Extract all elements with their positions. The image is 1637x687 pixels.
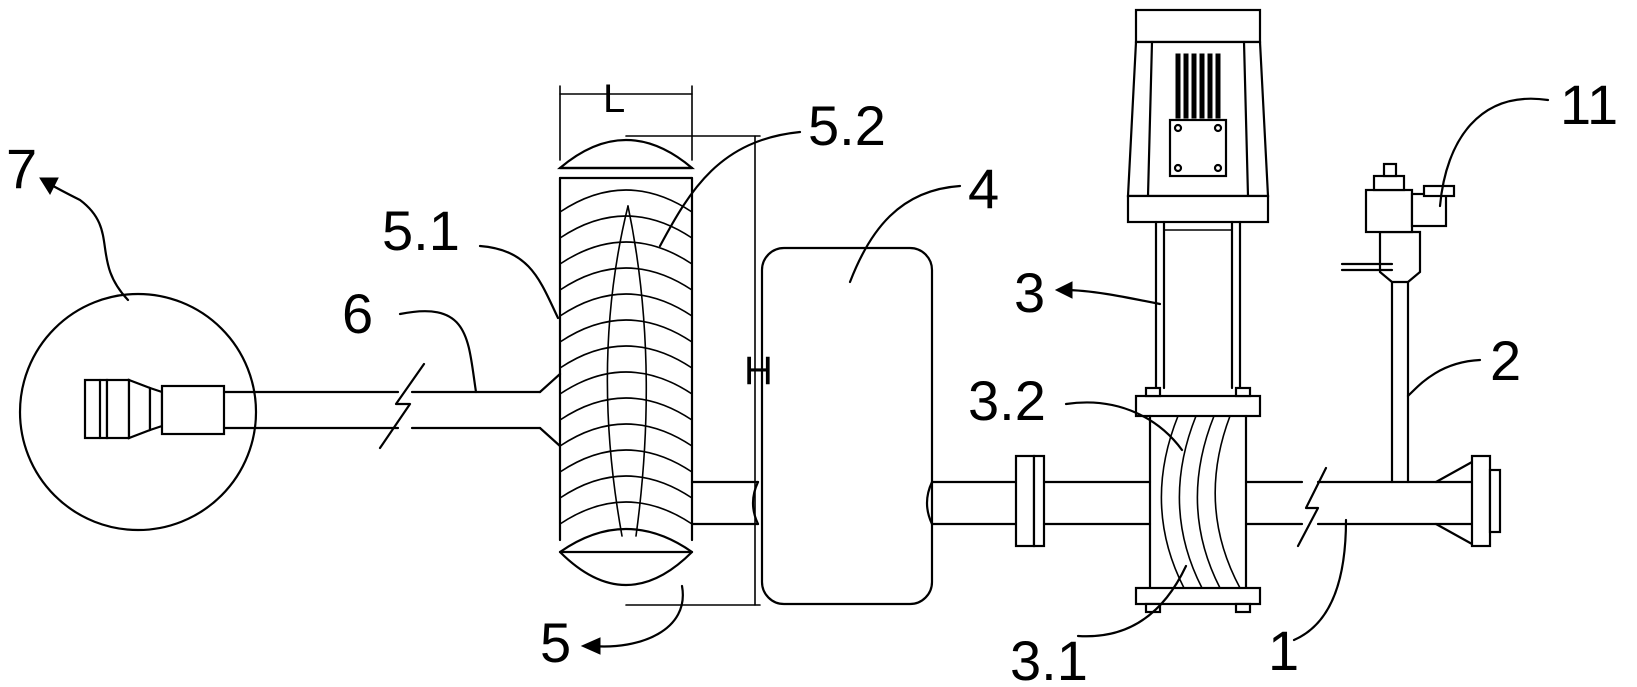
label-5: 5 xyxy=(540,611,571,674)
label-3-2: 3.2 xyxy=(968,369,1046,432)
tank-4 xyxy=(760,246,1018,606)
coil-tank-5 xyxy=(557,139,760,586)
branch-pipe-2 xyxy=(1340,230,1422,484)
coil-windings xyxy=(559,189,693,525)
label-7: 7 xyxy=(6,137,37,200)
label-6: 6 xyxy=(342,282,373,345)
label-5-1: 5.1 xyxy=(382,199,460,262)
valve-11 xyxy=(1364,162,1456,234)
nozzle-assembly xyxy=(18,292,258,532)
label-2: 2 xyxy=(1490,329,1521,392)
dimension-marks: L H xyxy=(559,77,773,606)
label-3: 3 xyxy=(1014,261,1045,324)
label-5-2: 5.2 xyxy=(808,94,886,157)
callout-labels: 7 6 5.1 5.2 5 4 3 3.2 3.1 2 1 11 xyxy=(6,73,1618,687)
label-11: 11 xyxy=(1560,73,1618,136)
motor-cooling-fins xyxy=(1175,53,1221,119)
outlet-pipe-1 xyxy=(1244,454,1502,548)
pipe-break-symbol xyxy=(378,362,426,450)
label-4: 4 xyxy=(968,157,999,220)
label-3-1: 3.1 xyxy=(1010,629,1088,687)
pump-3 xyxy=(1126,8,1270,614)
pump-inlet-pipe xyxy=(1014,454,1152,548)
pipe-break-symbol-right xyxy=(1296,466,1328,548)
pipe-6 xyxy=(222,362,562,450)
leader-lines xyxy=(39,97,1550,655)
label-1: 1 xyxy=(1268,619,1299,682)
dimension-h: H xyxy=(744,349,773,393)
dimension-l: L xyxy=(603,77,625,121)
